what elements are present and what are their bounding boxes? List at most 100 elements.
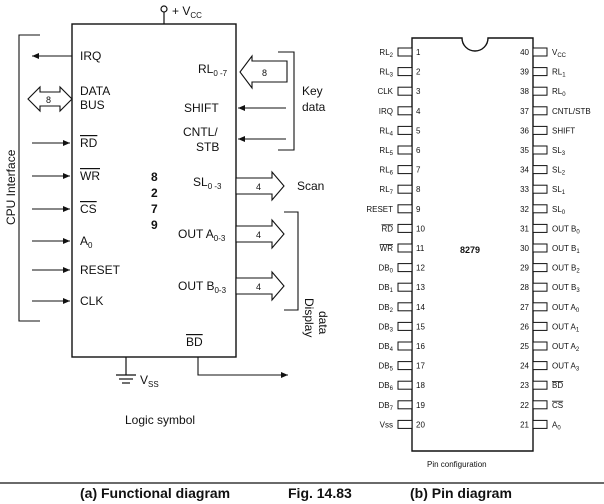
outa-bus-arrow: 4: [235, 218, 285, 250]
pin-number: 29: [520, 264, 529, 273]
pin-number: 13: [416, 283, 425, 292]
svg-text:+ VCC: + VCC: [172, 4, 202, 20]
pin-rl: RL0 -7: [198, 62, 228, 78]
pin-clk: CLK: [80, 294, 103, 308]
pin-number: 28: [520, 283, 529, 292]
svg-text:2: 2: [151, 186, 158, 200]
pin-stb: STB: [196, 140, 219, 154]
pin-name: DB2: [379, 303, 394, 314]
pin-left-8: RL7 8: [379, 184, 421, 196]
caption-b: (b) Pin diagram: [410, 485, 512, 501]
display-data-bracket: [284, 211, 299, 311]
pin-name: RL1: [552, 68, 566, 79]
svg-text:8: 8: [262, 68, 267, 78]
pin-left-13: DB1 13: [379, 282, 425, 294]
pin-name: DB0: [379, 264, 394, 275]
pin-name: OUT A0: [552, 303, 580, 314]
chip-id: 8 2 7 9: [151, 170, 158, 232]
pin-right-40: 40 VCC: [520, 47, 567, 59]
svg-text:8: 8: [151, 170, 158, 184]
key-data-label: data: [302, 100, 326, 114]
pin-number: 34: [520, 166, 529, 175]
pin-right-24: 24 OUT A3: [520, 361, 580, 373]
pin-name: SHIFT: [552, 126, 575, 135]
pin-name: RL5: [379, 146, 393, 157]
key-data-bracket: [278, 51, 295, 151]
pin-right-37: 37 CNTL/STB: [520, 106, 591, 116]
pin-name: WR: [380, 244, 394, 253]
cpu-interface-bracket: [18, 34, 40, 322]
pin-number: 36: [520, 126, 529, 135]
pin-number: 25: [520, 342, 529, 351]
pin-number: 40: [520, 48, 529, 57]
display-label: Display: [302, 298, 316, 337]
pin-name: DB7: [379, 401, 394, 412]
caption-a: (a) Functional diagram: [80, 485, 230, 501]
pin-name: OUT B1: [552, 244, 580, 255]
pin-chip-label: 8279: [460, 245, 480, 255]
pin-left-12: DB0 12: [379, 263, 425, 275]
svg-text:4: 4: [256, 230, 261, 240]
pin-name: DB1: [379, 283, 394, 294]
pin-name: SL2: [552, 166, 566, 177]
pin-number: 32: [520, 205, 529, 214]
pin-config-caption: Pin configuration: [427, 460, 487, 469]
pin-number: 12: [416, 264, 425, 273]
pin-number: 35: [520, 146, 529, 155]
pin-name: VCC: [552, 48, 567, 59]
pin-name: RL6: [379, 166, 393, 177]
cpu-interface-label: CPU Interface: [4, 149, 18, 225]
pin-number: 24: [520, 362, 529, 371]
pin-name: RESET: [366, 205, 393, 214]
dip-package: [411, 37, 534, 452]
svg-text:4: 4: [256, 282, 261, 292]
pin-number: 37: [520, 107, 529, 116]
pin-number: 21: [520, 420, 529, 429]
pin-name: Vss: [380, 420, 393, 429]
pin-number: 17: [416, 362, 425, 371]
pin-number: 26: [520, 322, 529, 331]
pin-name: RL7: [379, 185, 393, 196]
pin-number: 9: [416, 205, 421, 214]
pin-number: 38: [520, 87, 529, 96]
pin-number: 20: [416, 420, 425, 429]
pin-right-30: 30 OUT B1: [520, 243, 580, 255]
vcc-terminal: + VCC: [160, 4, 202, 24]
pin-name: OUT A3: [552, 362, 580, 373]
pin-reset: RESET: [80, 263, 121, 277]
pin-name: RD: [381, 224, 393, 233]
vss-ground: VSS: [116, 357, 159, 389]
pin-number: 16: [416, 342, 425, 351]
pin-name: CNTL/STB: [552, 107, 591, 116]
pin-cntl: CNTL/: [183, 125, 218, 139]
key-label: Key: [302, 84, 323, 98]
pin-name: DB4: [379, 342, 394, 353]
pin-left-9: RESET 9: [366, 204, 421, 214]
pin-name: SL0: [552, 205, 566, 216]
pin-data: DATA: [80, 84, 110, 98]
pin-right-36: 36 SHIFT: [520, 125, 575, 135]
pin-bus: BUS: [80, 98, 105, 112]
pin-number: 30: [520, 244, 529, 253]
display-data-label: data: [316, 311, 330, 335]
pin-number: 8: [416, 185, 421, 194]
pin-bd: BD: [186, 335, 203, 349]
pin-right-32: 32 SL0: [520, 204, 566, 216]
